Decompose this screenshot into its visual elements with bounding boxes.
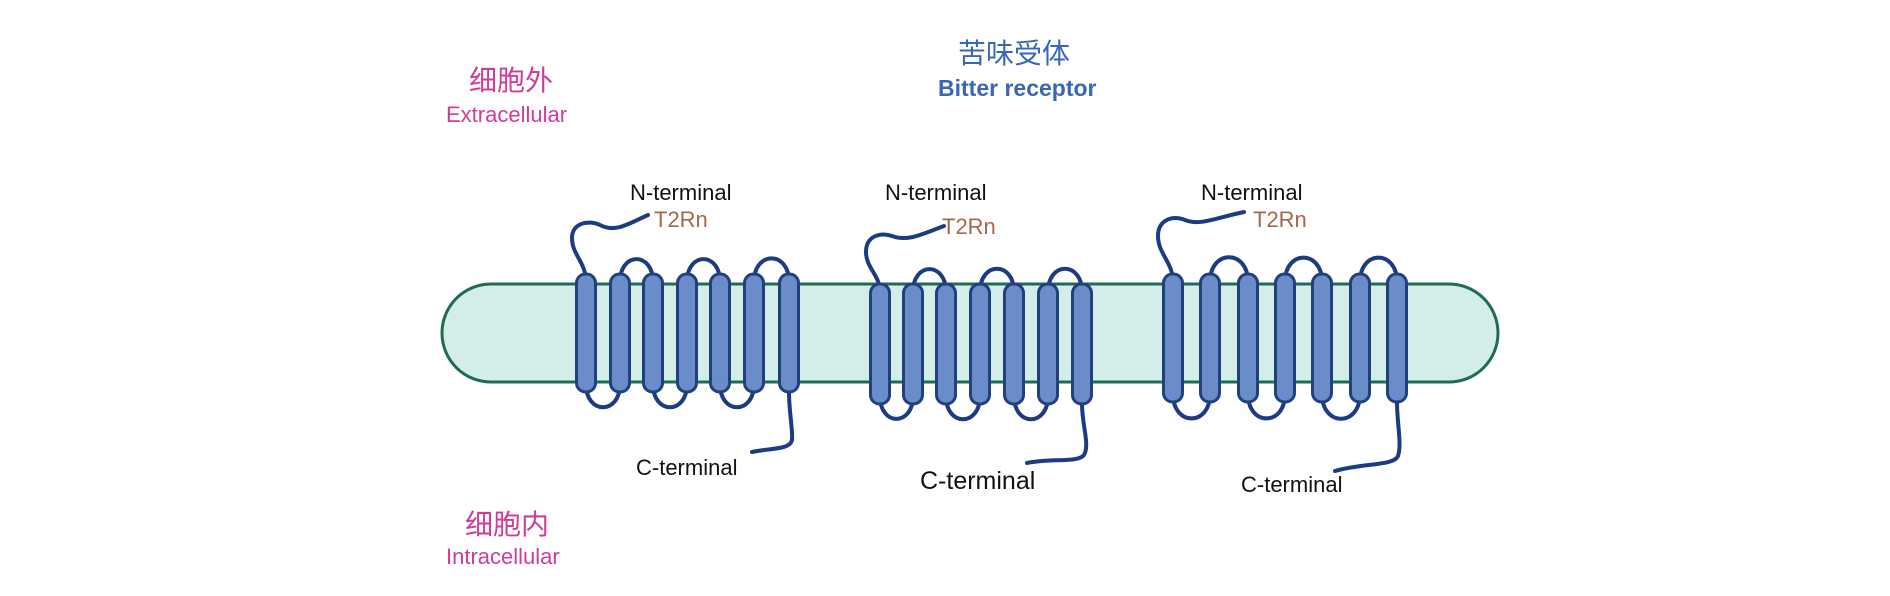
title-chinese: 苦味受体 xyxy=(958,37,1071,70)
transmembrane-helix-6 xyxy=(1349,272,1371,404)
transmembrane-helix-1 xyxy=(575,272,597,394)
transmembrane-helix-6 xyxy=(743,272,765,394)
c-terminal-tail xyxy=(750,390,795,454)
n-terminal-tail xyxy=(1155,210,1246,284)
receptor-2 xyxy=(863,224,1093,465)
transmembrane-helix-7 xyxy=(1386,272,1408,404)
receptor-3 xyxy=(1155,210,1408,473)
receptor-1 xyxy=(569,213,800,454)
receptor-2-n-terminal-label: N-terminal xyxy=(885,180,987,205)
transmembrane-helix-6 xyxy=(1037,282,1059,406)
receptor-1-name: T2Rn xyxy=(654,207,708,232)
receptor-2-name: T2Rn xyxy=(942,214,996,239)
transmembrane-helix-5 xyxy=(1311,272,1333,404)
transmembrane-helix-2 xyxy=(1199,272,1221,404)
receptor-3-n-terminal-label: N-terminal xyxy=(1201,180,1303,205)
transmembrane-helix-1 xyxy=(1162,272,1184,404)
transmembrane-helix-5 xyxy=(1003,282,1025,406)
receptor-3-name: T2Rn xyxy=(1253,207,1307,232)
transmembrane-helix-4 xyxy=(676,272,698,394)
receptor-2-c-terminal-label: C-terminal xyxy=(920,467,1036,495)
transmembrane-helix-7 xyxy=(778,272,800,394)
transmembrane-helix-4 xyxy=(969,282,991,406)
n-terminal-tail xyxy=(569,213,650,284)
transmembrane-helix-2 xyxy=(609,272,631,394)
extracellular-label-chinese: 细胞外 xyxy=(469,64,554,97)
n-terminal-tail xyxy=(863,224,946,294)
receptor-3-c-terminal-label: C-terminal xyxy=(1241,472,1343,497)
transmembrane-helix-4 xyxy=(1274,272,1296,404)
extracellular-label-english: Extracellular xyxy=(446,102,568,127)
intracellular-label-english: Intracellular xyxy=(446,544,560,569)
c-terminal-tail xyxy=(1333,400,1402,473)
receptor-1-c-terminal-label: C-terminal xyxy=(636,455,738,480)
transmembrane-helix-1 xyxy=(869,282,891,406)
receptor-1-n-terminal-label: N-terminal xyxy=(630,180,732,205)
transmembrane-helix-3 xyxy=(935,282,957,406)
c-terminal-tail xyxy=(1025,402,1089,465)
transmembrane-helix-5 xyxy=(709,272,731,394)
transmembrane-helix-7 xyxy=(1071,282,1093,406)
receptors-layer xyxy=(569,210,1408,473)
title-english: Bitter receptor xyxy=(938,75,1097,101)
intracellular-label-chinese: 细胞内 xyxy=(465,508,550,541)
transmembrane-helix-2 xyxy=(902,282,924,406)
transmembrane-helix-3 xyxy=(642,272,664,394)
transmembrane-helix-3 xyxy=(1237,272,1259,404)
